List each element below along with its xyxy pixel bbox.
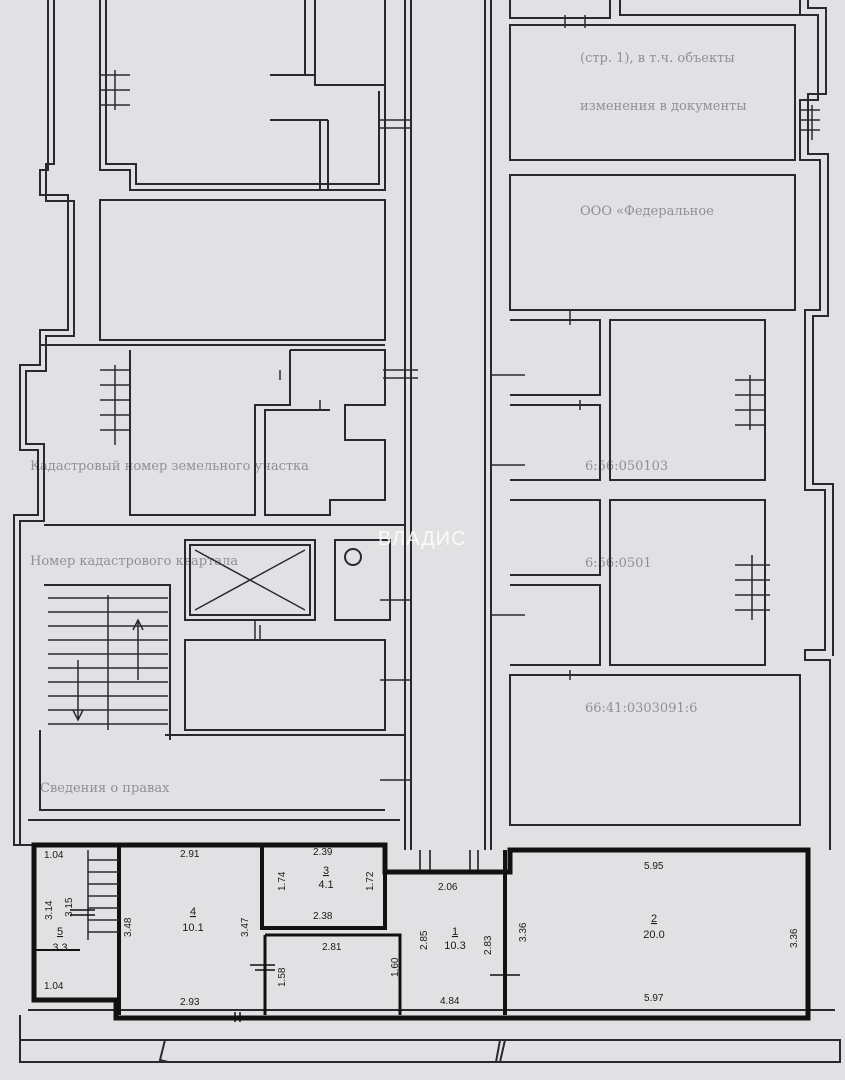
room-3-area: 4.1 bbox=[318, 879, 333, 891]
room-4-area: 10.1 bbox=[182, 922, 203, 934]
room-5-area: 3.3 bbox=[52, 942, 67, 954]
elevator-shaft bbox=[194, 549, 306, 611]
bg-text-3: Номер кадастрового квартала bbox=[30, 554, 238, 569]
bg-text-0: ООО «Федеральное bbox=[580, 204, 714, 219]
dim-1-04-top: 1.04 bbox=[44, 850, 64, 861]
dim-1-04-bottom: 1.04 bbox=[44, 981, 64, 992]
room-3-number: 3 bbox=[323, 865, 329, 877]
dim-2-83: 2.83 bbox=[483, 935, 494, 955]
room-1-number: 1 bbox=[452, 926, 458, 938]
bg-text-7: 66:41:0303091:6 bbox=[585, 701, 697, 716]
dim-2-93: 2.93 bbox=[180, 997, 200, 1008]
dim-3-36-left: 3.36 bbox=[518, 922, 529, 942]
dim-2-81: 2.81 bbox=[322, 942, 342, 953]
bg-text-2: изменения в документы bbox=[580, 99, 747, 114]
room-1-area: 10.3 bbox=[444, 940, 465, 952]
building-walls bbox=[13, 0, 834, 850]
bg-text-5: 6:56:050103 bbox=[585, 459, 668, 474]
dim-3-15: 3.15 bbox=[64, 897, 75, 917]
dim-1-74: 1.74 bbox=[277, 871, 288, 891]
unit-stairs bbox=[87, 850, 119, 940]
dim-1-58: 1.58 bbox=[277, 967, 288, 987]
bg-text-1: (стр. 1), в т.ч. объекты bbox=[580, 51, 735, 66]
dim-5-97: 5.97 bbox=[644, 993, 664, 1004]
dim-2-85: 2.85 bbox=[419, 930, 430, 950]
dim-2-06: 2.06 bbox=[438, 882, 458, 893]
room-2-number: 2 bbox=[651, 913, 657, 925]
bg-text-8: Сведения о правах bbox=[40, 781, 170, 796]
unit-outline bbox=[31, 842, 811, 1021]
dim-2-39: 2.39 bbox=[313, 847, 333, 858]
room-5-number: 5 bbox=[57, 926, 63, 938]
shaft-circle-icon bbox=[344, 548, 362, 566]
dim-5-95: 5.95 bbox=[644, 861, 664, 872]
watermark-text: ВЛАДИС bbox=[378, 528, 467, 550]
bg-text-6: 6:56:0501 bbox=[585, 556, 652, 571]
background-document-text: ООО «Федеральное (стр. 1), в т.ч. объект… bbox=[30, 51, 747, 796]
unit-door-marks bbox=[70, 850, 520, 1022]
dim-1-72: 1.72 bbox=[365, 871, 376, 891]
stair-hatching bbox=[100, 70, 820, 620]
dimension-labels: 1.04 1.04 3.14 3.15 2.91 3.48 3.47 2.93 … bbox=[44, 847, 800, 1008]
dim-4-84: 4.84 bbox=[440, 996, 460, 1007]
room-labels: 1 10.3 2 20.0 3 4.1 4 10.1 5 3.3 bbox=[52, 865, 664, 954]
ground-strip bbox=[19, 1009, 841, 1063]
dim-2-91: 2.91 bbox=[180, 849, 200, 860]
room-4-number: 4 bbox=[190, 906, 196, 918]
door-marks bbox=[254, 15, 586, 781]
room-2-area: 20.0 bbox=[643, 929, 664, 941]
dim-3-36-right: 3.36 bbox=[789, 928, 800, 948]
dim-3-48: 3.48 bbox=[123, 917, 134, 937]
dim-2-38: 2.38 bbox=[313, 911, 333, 922]
bg-text-4: Кадастровый номер земельного участка bbox=[30, 459, 309, 474]
dim-3-47: 3.47 bbox=[240, 917, 251, 937]
dim-1-60: 1.60 bbox=[390, 957, 401, 977]
dim-3-14: 3.14 bbox=[44, 900, 55, 920]
staircase bbox=[48, 595, 168, 730]
